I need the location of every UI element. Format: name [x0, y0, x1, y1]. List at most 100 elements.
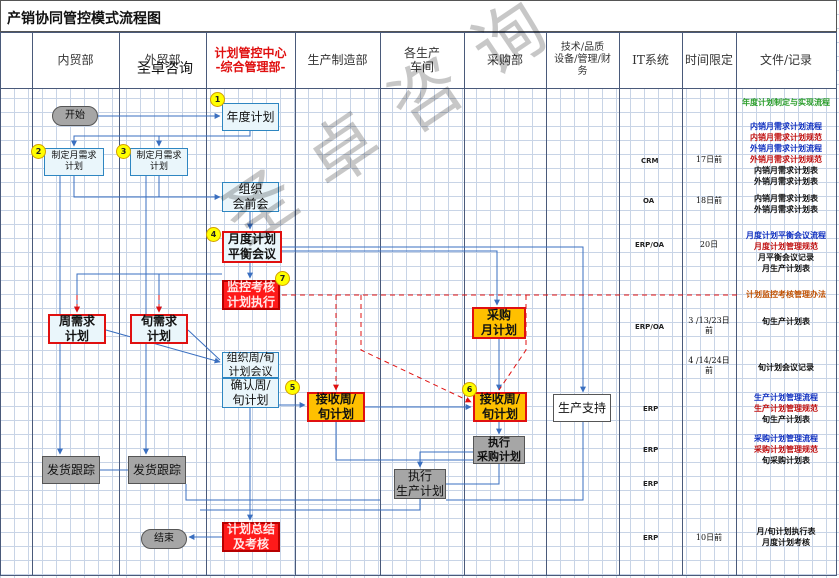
lane-divider — [619, 32, 620, 576]
domestic-shipment-tracking-node: 发货跟踪 — [42, 456, 100, 484]
pre-meeting-node: 组织 会前会 — [222, 182, 279, 212]
connector-annual-to-domestic — [71, 131, 251, 147]
page-title: 产销协同管控模式流程图 — [7, 11, 161, 27]
connector-balance-to-support — [282, 246, 586, 393]
organize-weekly-meeting-node: 组织周/旬 计划会议 — [222, 351, 279, 378]
connector-shipping-to-production — [185, 484, 380, 501]
step-badge: 4 — [206, 227, 221, 242]
execute-production-plan-node: 执行 生产计划 — [394, 469, 446, 499]
document-entry: 月/旬计划执行表 — [756, 526, 816, 536]
connector-tenday-to-organize — [187, 329, 221, 361]
header-top-line — [0, 32, 837, 33]
execute-purchase-plan-node: 执行 采购计划 — [473, 436, 525, 464]
connector-production-to-exec — [335, 422, 473, 461]
lane-header-production-dept: 生产制造部 — [307, 52, 368, 67]
document-entry: 计划监控考核管理办法 — [746, 289, 826, 299]
document-entry: 外销月需求计划表 — [754, 204, 818, 214]
lane-divider — [836, 32, 837, 576]
monitor-plan-execution-node: 监控考核 计划执行 — [222, 280, 280, 310]
lane-divider — [119, 32, 120, 576]
lane-divider — [464, 32, 465, 576]
it-system-label: ERP — [643, 446, 659, 454]
it-system-label: ERP/OA — [635, 323, 665, 331]
connector-exec-to-bottom — [200, 499, 421, 511]
confirm-weekly-plan-node: 确认周/ 旬计划 — [222, 378, 279, 408]
it-system-label: OA — [643, 197, 655, 205]
document-group-monthly-demand: 内销月需求计划流程内销月需求计划规范外销月需求计划流程外销月需求计划规范内销月需… — [734, 121, 838, 187]
document-entry: 旬生产计划表 — [762, 316, 810, 326]
time-limit-label: 3 /13/23日 前 — [688, 316, 730, 335]
document-entry: 外销月需求计划流程 — [750, 143, 822, 153]
foreign-shipment-tracking-node: 发货跟踪 — [128, 456, 186, 484]
time-limit-label: 20日 — [699, 240, 719, 249]
lane-header-foreign-trade: 外贸部 — [144, 52, 181, 67]
document-entry: 内销月需求计划表 — [754, 165, 818, 175]
lane-divider — [0, 32, 1, 576]
foreign-monthly-demand-node: 制定月需求 计划 — [130, 148, 188, 176]
lane-header-row — [0, 32, 837, 88]
production-receive-weekly-node: 接收周/ 旬计划 — [307, 392, 365, 422]
document-entry: 生产计划管理规范 — [754, 403, 818, 413]
lane-header-workshops: 各生产 车间 — [403, 45, 440, 74]
step-badge: 5 — [285, 380, 300, 395]
it-system-label: ERP — [643, 405, 659, 413]
document-group-monthly-balance: 月度计划平衡会议流程月度计划管理规范月平衡会议记录月生产计划表 — [734, 230, 838, 274]
time-limit-label: 18日前 — [695, 196, 723, 205]
lane-divider — [682, 32, 683, 576]
document-entry: 旬生产计划表 — [762, 414, 810, 424]
document-group-execution: 月/旬计划执行表月度计划考核 — [734, 526, 838, 548]
header-bottom-line — [0, 88, 837, 89]
lane-header-time-limit: 时间限定 — [684, 52, 733, 67]
it-system-label: ERP/OA — [635, 241, 665, 249]
document-group-tenday-table: 旬生产计划表 — [734, 316, 838, 327]
document-entry: 外销月需求计划规范 — [750, 154, 822, 164]
time-limit-label: 10日前 — [695, 533, 723, 542]
dashed-to-purchasing — [360, 295, 472, 403]
it-system-label: CRM — [641, 157, 659, 165]
connector-to-weekly-demand — [74, 273, 222, 313]
lane-header-purchasing: 采购部 — [486, 52, 523, 67]
document-entry: 月度计划考核 — [762, 537, 810, 547]
document-entry: 内销月需求计划流程 — [750, 121, 822, 131]
document-entry: 内销月需求计划表 — [754, 193, 818, 203]
document-group-monitor: 计划监控考核管理办法 — [734, 289, 838, 300]
document-entry: 采购计划管理流程 — [754, 433, 818, 443]
document-group-monthly-demand-tables: 内销月需求计划表外销月需求计划表 — [734, 193, 838, 215]
document-entry: 年度计划制定与实现流程 — [742, 97, 830, 107]
plan-summary-assessment-node: 计划总结 及考核 — [222, 522, 280, 552]
lane-divider — [736, 32, 737, 576]
document-entry: 月生产计划表 — [762, 263, 810, 273]
lane-header-it-system: IT系统 — [632, 52, 669, 67]
purchase-monthly-plan-node: 采购 月计划 — [472, 307, 526, 339]
document-entry: 生产计划管理流程 — [754, 392, 818, 402]
document-entry: 采购计划管理规范 — [754, 444, 818, 454]
end-node: 结束 — [141, 529, 187, 549]
tenday-demand-plan-node: 旬需求 计划 — [130, 314, 188, 344]
lane-divider — [206, 32, 207, 576]
lane-divider — [295, 32, 296, 576]
step-badge: 2 — [31, 144, 46, 159]
it-system-label: ERP — [643, 534, 659, 542]
document-entry: 月度计划平衡会议流程 — [746, 230, 826, 240]
document-entry: 外销月需求计划表 — [754, 176, 818, 186]
document-group-production-plan: 生产计划管理流程生产计划管理规范旬生产计划表 — [734, 392, 838, 425]
document-entry: 月度计划管理规范 — [754, 241, 818, 251]
lane-divider — [546, 32, 547, 576]
it-system-label: ERP — [643, 480, 659, 488]
lane-divider — [380, 32, 381, 576]
production-support-node: 生产支持 — [553, 394, 611, 422]
document-group-annual: 年度计划制定与实现流程 — [734, 97, 838, 108]
start-node: 开始 — [52, 106, 98, 126]
lane-header-domestic-trade: 内贸部 — [57, 52, 94, 67]
step-badge: 7 — [275, 271, 290, 286]
document-entry: 内销月需求计划规范 — [750, 132, 822, 142]
lane-header-plan-control-center: 计划管控中心 -综合管理部- — [214, 45, 287, 74]
connector-purchase-to-production-exec — [417, 451, 473, 468]
monthly-balance-meeting-node: 月度计划 平衡会议 — [222, 231, 282, 263]
time-limit-label: 4 /14/24日 前 — [688, 356, 730, 375]
document-entry: 旬计划会议记录 — [758, 362, 814, 372]
lane-header-tech-quality: 技术/品质 设备/管理/财 务 — [554, 42, 611, 77]
purchasing-receive-weekly-node: 接收周/ 旬计划 — [473, 392, 527, 422]
watermark-text-small: 圣卓咨询 — [137, 61, 193, 77]
time-limit-label: 17日前 — [695, 155, 723, 164]
